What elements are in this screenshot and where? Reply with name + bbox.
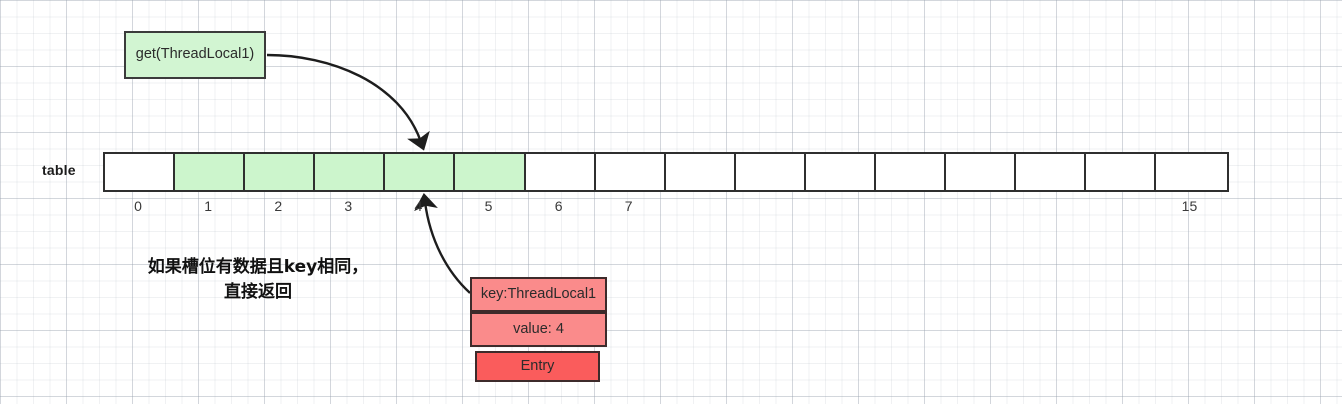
note-text: 如果槽位有数据且key相同， 直接返回	[120, 255, 396, 304]
slot-index-7: 7	[624, 198, 633, 214]
table-slot-1	[175, 154, 246, 190]
slot-index-15: 15	[1181, 198, 1198, 214]
table-slot-13	[1016, 154, 1087, 190]
slot-index-2: 2	[274, 198, 283, 214]
table-slot-9	[735, 154, 806, 190]
table-slot-14	[1086, 154, 1157, 190]
get-call-label: get(ThreadLocal1)	[135, 46, 255, 63]
arrow-get-to-slot	[266, 53, 430, 151]
entry-value-label: value: 4	[513, 320, 564, 337]
table-slot-7	[595, 154, 666, 190]
table-label: table	[42, 162, 76, 178]
slot-index-0: 0	[134, 198, 142, 214]
slot-index-5: 5	[484, 198, 493, 214]
entry-name-box: Entry	[475, 351, 600, 382]
slot-index-12	[944, 198, 1014, 220]
slot-index-row: 0 1 2 3 4 5 6 7 15	[103, 198, 1225, 220]
table-slot-0	[105, 154, 176, 190]
table-slot-10	[805, 154, 877, 190]
table-slot-6	[525, 154, 596, 190]
note-line-1: 如果槽位有数据且key相同，	[147, 257, 369, 277]
slot-index-4: 4	[414, 198, 423, 214]
table-slot-12	[946, 154, 1017, 190]
table-slot-5	[455, 154, 526, 190]
slot-index-11	[874, 198, 944, 220]
table-slot-4	[385, 154, 456, 190]
slot-index-6: 6	[554, 198, 563, 214]
slot-index-14	[1084, 198, 1154, 220]
entry-key-label: key:ThreadLocal1	[480, 285, 597, 302]
get-call-box: get(ThreadLocal1)	[124, 31, 266, 79]
entry-name-label: Entry	[520, 357, 555, 374]
table-slot-8	[665, 154, 736, 190]
table-slot-2	[245, 154, 316, 190]
slot-index-3: 3	[344, 198, 353, 214]
table-slot-15	[1156, 154, 1227, 190]
slot-index-10	[804, 198, 874, 220]
note-line-2: 直接返回	[224, 281, 292, 302]
table-slot-3	[315, 154, 386, 190]
slot-index-8	[664, 198, 734, 220]
slot-index-1: 1	[204, 198, 213, 214]
entry-key-box: key:ThreadLocal1	[470, 277, 607, 312]
entry-value-box: value: 4	[470, 312, 607, 347]
table-slot-11	[876, 154, 947, 190]
slot-index-9	[734, 198, 804, 220]
slot-index-13	[1014, 198, 1084, 220]
table-slots	[103, 152, 1229, 192]
arrow-entry-to-slot	[414, 192, 471, 294]
